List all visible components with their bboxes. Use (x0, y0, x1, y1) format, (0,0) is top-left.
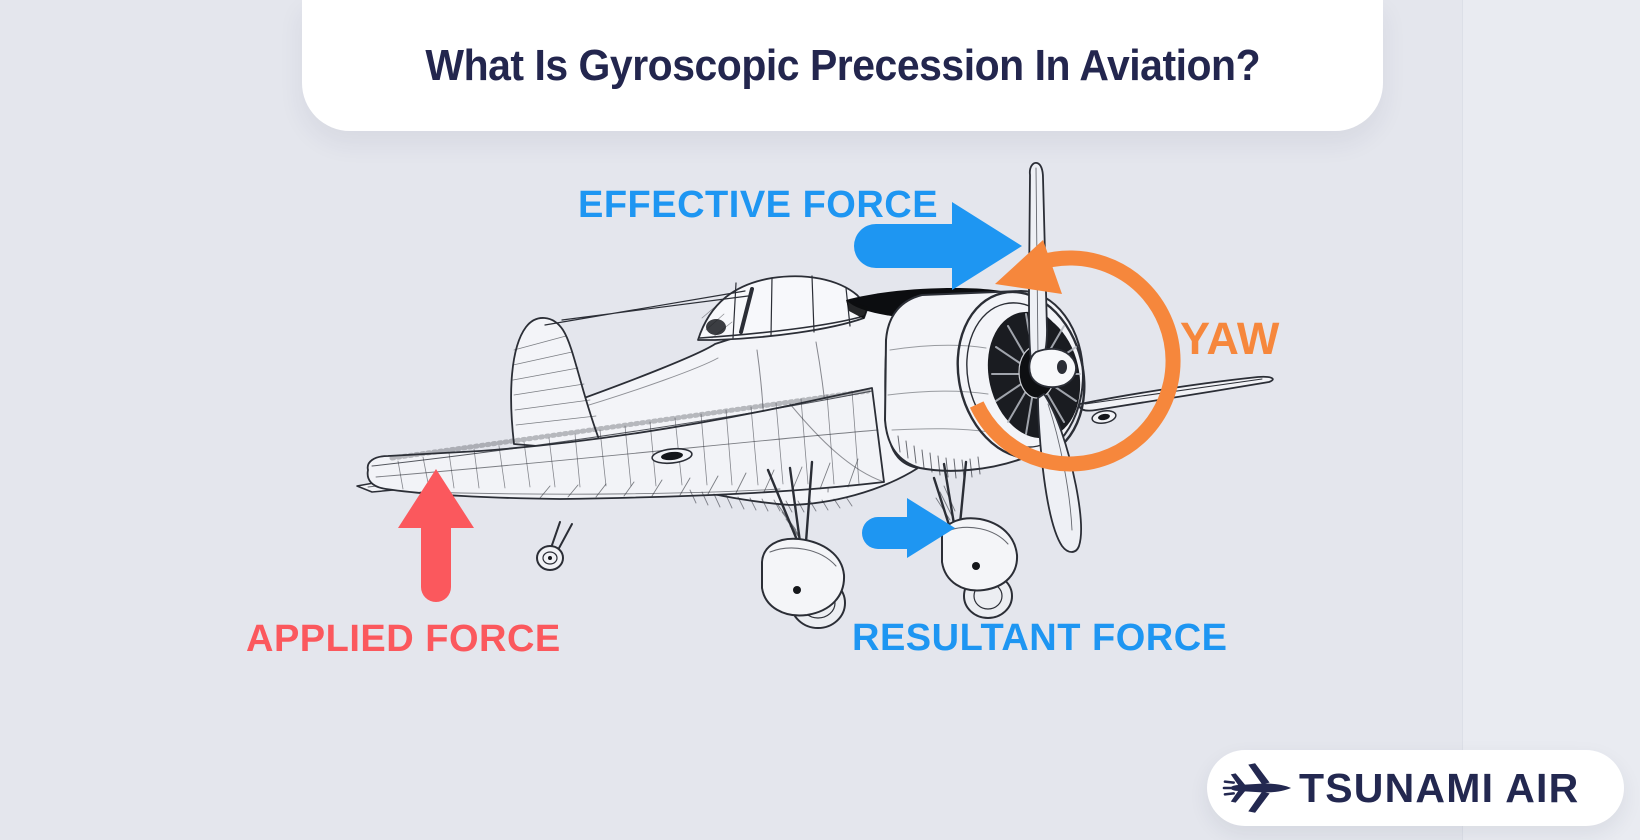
title-banner: What Is Gyroscopic Precession In Aviatio… (302, 0, 1383, 131)
brand-name: TSUNAMI AIR (1299, 764, 1580, 811)
landing-gear-right (932, 460, 1019, 619)
belly-shading (689, 489, 853, 513)
effective-force-label: EFFECTIVE FORCE (578, 184, 939, 226)
yaw-rotation-arrow (969, 240, 1181, 472)
propeller-spinner (1028, 348, 1077, 389)
tail-fin (510, 317, 601, 449)
effective-force-arrow (854, 202, 1022, 290)
yaw-label: YAW (1180, 313, 1280, 364)
resultant-force-label: RESULTANT FORCE (852, 617, 1228, 659)
tail-wheel (536, 521, 573, 571)
page-title: What Is Gyroscopic Precession In Aviatio… (425, 40, 1260, 90)
resultant-force-arrow (862, 498, 955, 558)
cowl-louvers (897, 435, 981, 479)
jet-plane-icon (1222, 763, 1292, 813)
landing-gear-left (761, 460, 846, 629)
applied-force-label: APPLIED FORCE (246, 618, 561, 660)
far-wing (1078, 375, 1274, 425)
main-wing (366, 387, 885, 500)
applied-force-arrow (398, 469, 474, 602)
airplane-illustration (356, 162, 1274, 629)
background-seam (1462, 0, 1640, 840)
wing-ribs (397, 390, 860, 490)
bracing-wires (544, 287, 754, 334)
brand-logo-card: TSUNAMI AIR (1207, 750, 1624, 826)
